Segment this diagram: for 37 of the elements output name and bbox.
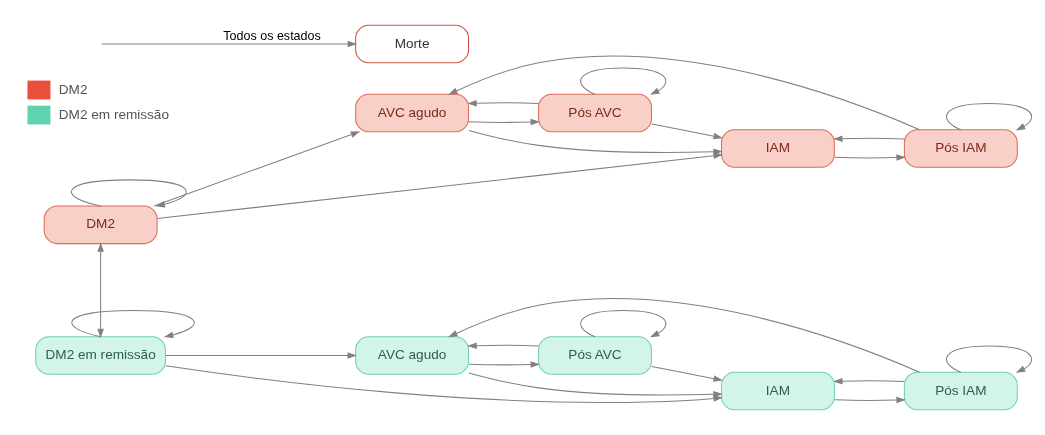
node-box: DM2 — [43, 205, 158, 245]
arrow — [833, 135, 905, 143]
arrow — [580, 67, 667, 95]
arrow — [165, 365, 723, 403]
legend-label: DM2 — [58, 81, 88, 97]
node-box: IAM — [720, 371, 835, 411]
node-box: IAM — [720, 129, 835, 168]
legend-label: DM2 em remissão — [58, 106, 169, 122]
arrow — [468, 129, 723, 156]
arrow — [97, 242, 104, 339]
node-box: DM2 em remissão — [35, 336, 166, 375]
arrow — [467, 99, 539, 107]
arrow — [468, 118, 540, 126]
node-box: AVC agudo — [355, 336, 470, 375]
arrow — [468, 372, 723, 398]
arrow — [833, 377, 905, 385]
arrow — [467, 342, 539, 349]
arrow — [101, 40, 358, 48]
arrow — [165, 352, 357, 359]
edge-label: Todos os estados — [223, 29, 321, 44]
arrow — [448, 55, 920, 131]
node-box: Pós AVC — [538, 93, 652, 133]
arrow — [71, 310, 195, 339]
arrow — [468, 361, 540, 368]
node-box: AVC agudo — [355, 93, 470, 133]
arrow — [651, 123, 723, 140]
node-box: Pós IAM — [903, 129, 1018, 168]
node-box: Morte — [355, 24, 470, 64]
node-box: Pós IAM — [903, 371, 1018, 411]
arrow — [834, 154, 906, 161]
arrow — [651, 365, 723, 382]
arrow — [580, 310, 667, 338]
arrow — [945, 103, 1033, 131]
arrow — [448, 298, 920, 373]
arrow — [834, 396, 906, 404]
arrow — [945, 345, 1033, 373]
node-box: Pós AVC — [538, 336, 652, 375]
